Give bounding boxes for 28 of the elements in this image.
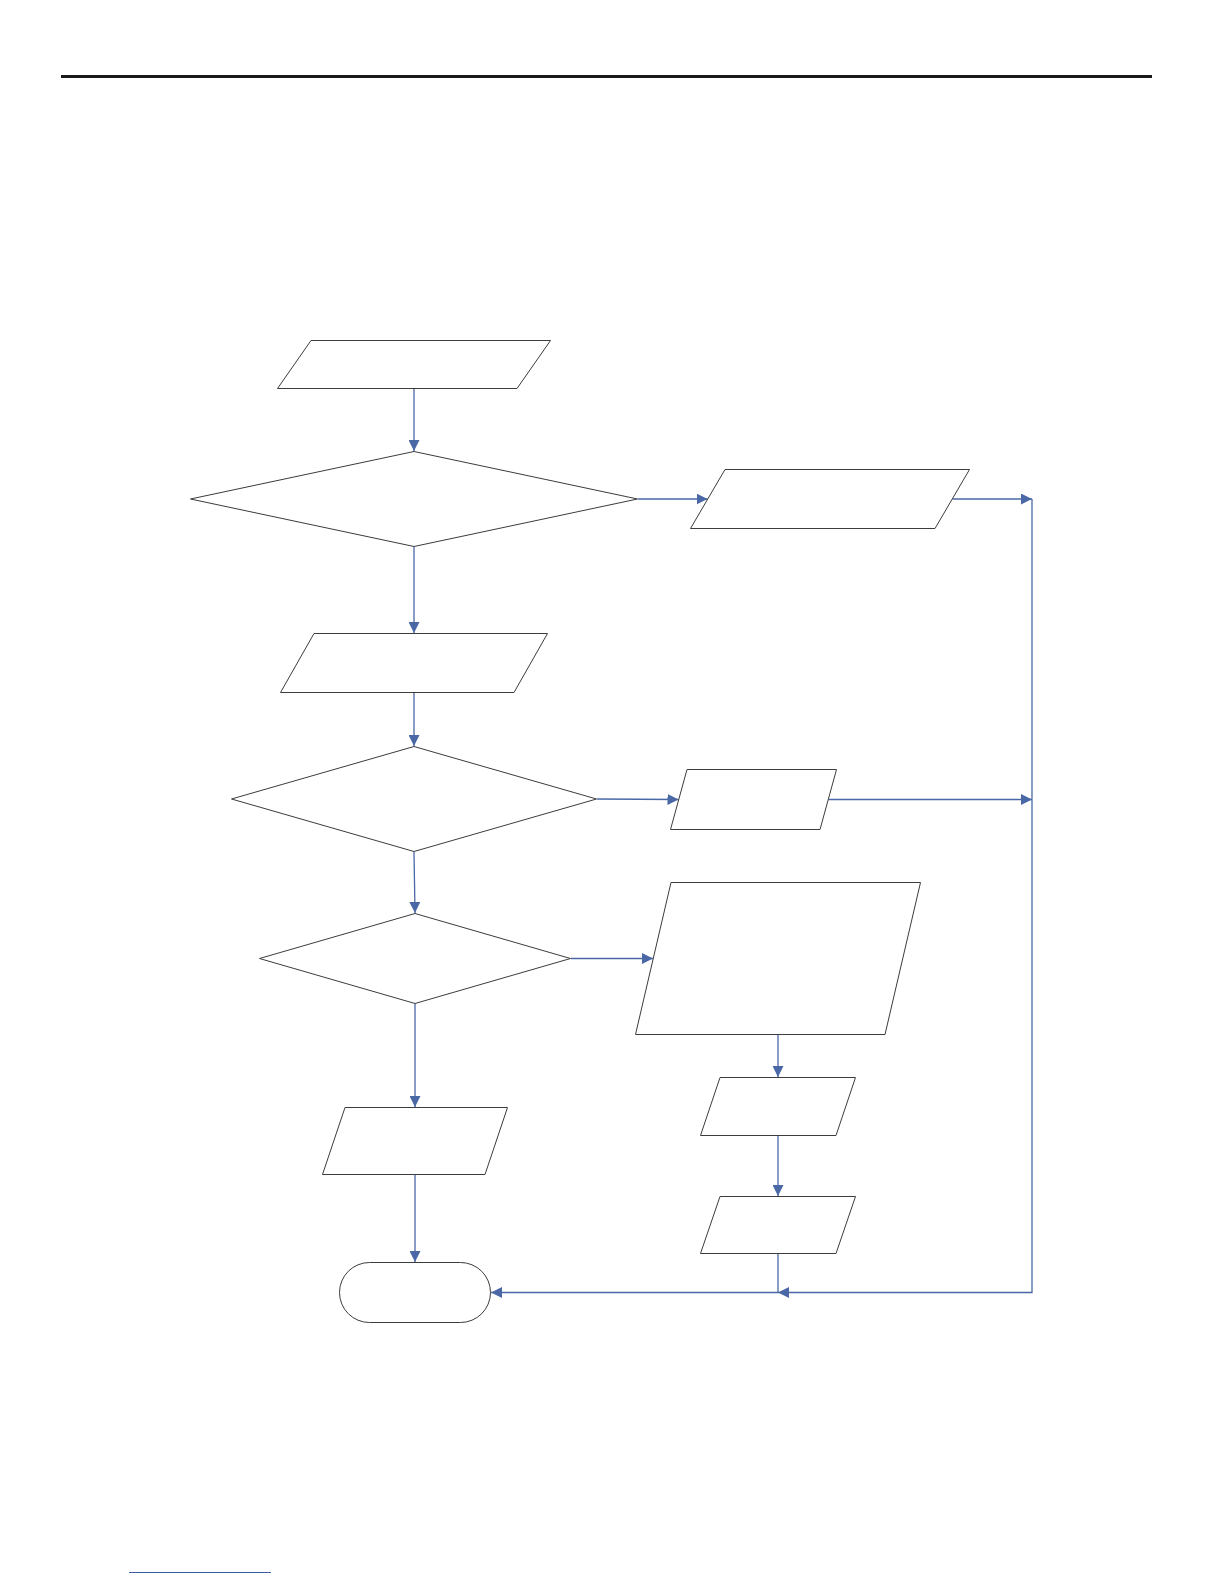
arrow <box>772 1034 784 1078</box>
data-parallelogram <box>277 340 551 389</box>
arrow <box>772 1135 784 1197</box>
arrow <box>408 546 420 634</box>
arrow <box>490 1287 779 1298</box>
arrow <box>637 493 709 505</box>
arrow <box>408 388 420 452</box>
arrow <box>409 1003 421 1108</box>
arrow <box>951 493 1033 505</box>
decision-diamond <box>259 913 571 1004</box>
arrow <box>596 793 680 805</box>
data-parallelogram <box>322 1107 508 1175</box>
arrow <box>570 953 654 964</box>
decision-diamond <box>190 451 638 547</box>
data-parallelogram <box>700 1077 856 1136</box>
decision-diamond <box>231 746 597 852</box>
connector-line <box>777 1253 779 1294</box>
arrow <box>409 851 421 914</box>
data-parallelogram <box>635 882 921 1035</box>
data-parallelogram <box>670 769 837 830</box>
data-parallelogram <box>700 1196 856 1254</box>
arrow <box>408 692 420 747</box>
data-parallelogram <box>690 469 970 529</box>
arrow <box>827 794 1033 805</box>
arrow <box>777 798 1033 1298</box>
data-parallelogram <box>280 633 548 693</box>
arrow <box>409 1174 421 1263</box>
connector-line <box>1031 498 1033 801</box>
